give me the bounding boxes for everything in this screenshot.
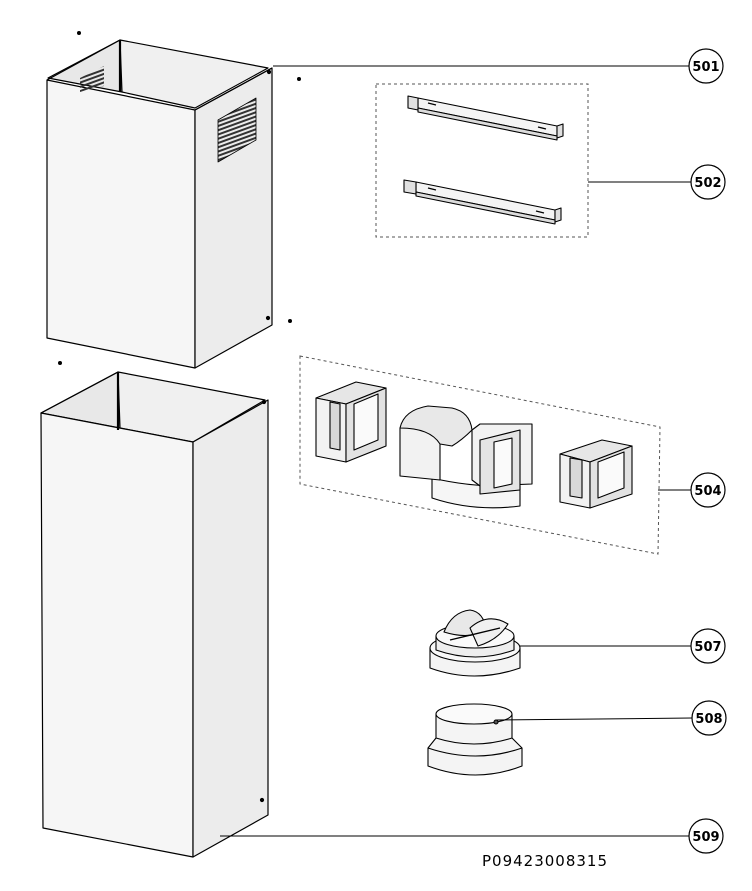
callout-501-label: 501 xyxy=(692,60,719,75)
callout-508-label: 508 xyxy=(695,712,722,727)
duct-adapter-kit-504 xyxy=(299,355,661,555)
callout-504: 504 xyxy=(690,472,726,508)
leader-508 xyxy=(495,717,693,721)
callout-502-label: 502 xyxy=(694,176,721,191)
document-number: P09423008315 xyxy=(482,852,609,870)
callout-507-label: 507 xyxy=(694,640,721,655)
bracket-kit-502 xyxy=(375,83,589,238)
leader-lines xyxy=(220,65,693,837)
callout-507: 507 xyxy=(690,628,726,664)
callout-501: 501 xyxy=(688,48,724,84)
callout-502: 502 xyxy=(690,164,726,200)
screw-dots xyxy=(58,31,301,365)
callout-504-label: 504 xyxy=(694,484,721,499)
non-return-valve-507 xyxy=(429,609,521,677)
callout-508: 508 xyxy=(691,700,727,736)
callout-509-label: 509 xyxy=(692,830,719,845)
callout-509: 509 xyxy=(688,818,724,854)
lower-chimney-cover-509 xyxy=(40,371,269,858)
reducer-ring-508 xyxy=(427,703,523,776)
upper-chimney-cover-501 xyxy=(46,39,273,369)
